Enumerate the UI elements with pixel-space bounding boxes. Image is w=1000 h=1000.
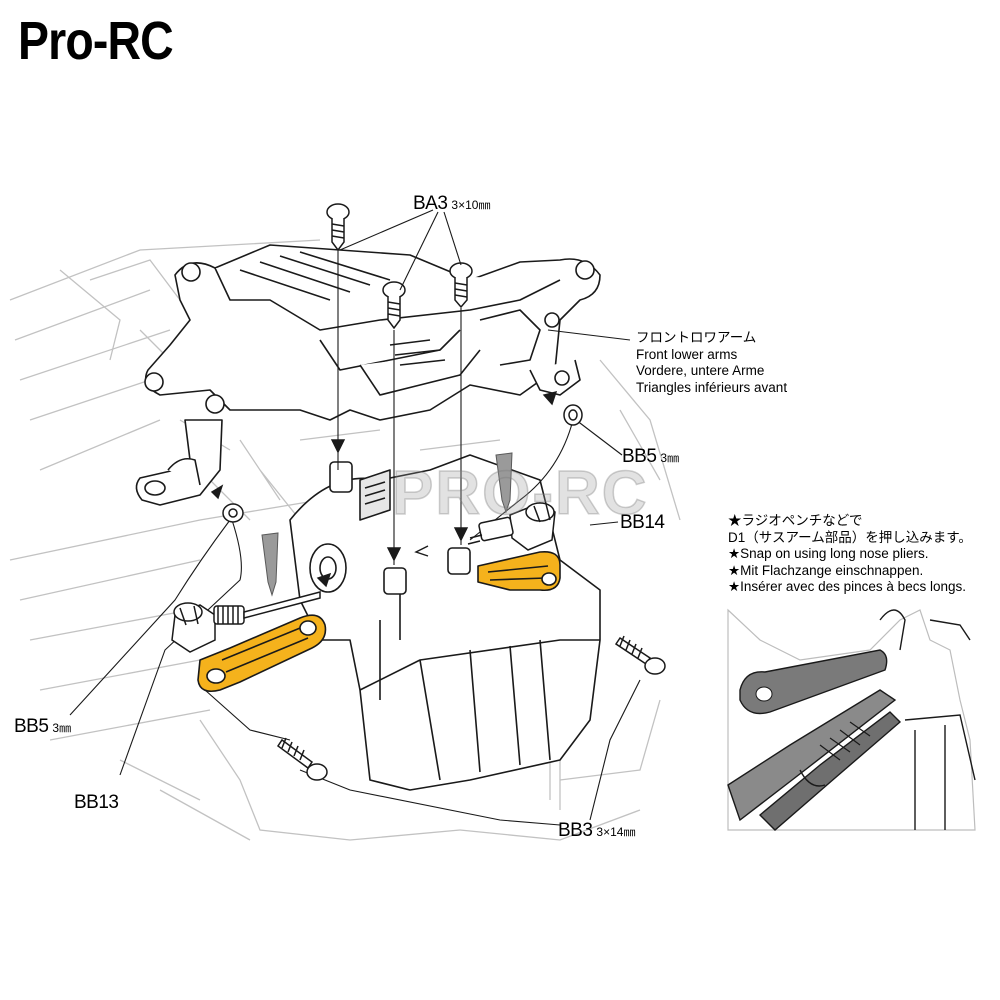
label-front-lower-arms-jp: フロントロワアーム [636,330,757,345]
inset-note-1: ★ラジオペンチなどで [728,513,863,528]
ba3-screws [326,203,473,330]
label-bb5-right-code: BB5 [622,446,657,467]
label-front-lower-arms: フロントロワアーム Front lower arms Vordere, unte… [636,330,787,396]
label-bb14-code: BB14 [620,512,665,533]
watermark: PRO-RC [391,458,649,529]
grease-tubes [261,452,513,597]
label-front-lower-arms-en: Front lower arms [636,346,738,362]
arrows [210,391,558,588]
inset-note-5: ★Insérer avec des pinces à becs longs. [728,579,966,594]
label-front-lower-arms-fr: Triangles inférieurs avant [636,379,788,395]
front-lower-arms [197,550,561,693]
label-bb5-left-size: 3㎜ [52,721,72,735]
label-bb13-code: BB13 [74,792,119,813]
label-bb3-size: 3×14㎜ [596,825,636,839]
guide-lines [69,209,641,826]
inset-note-3: ★Snap on using long nose pliers. [728,546,929,561]
inset-note-4: ★Mit Flachzange einschnappen. [728,562,924,578]
inset-instructions: ★ラジオペンチなどで D1（サスアーム部品）を押し込みます。 ★Snap on … [728,513,972,596]
label-front-lower-arms-de: Vordere, untere Arme [636,363,765,378]
brand-logo: Pro-RC [18,11,174,71]
inset-pliers-drawing [727,608,976,831]
label-bb5-right-size: 3㎜ [660,451,680,465]
front-lower-arm-right [477,550,561,592]
inset-note-2: D1（サスアーム部品）を押し込みます。 [728,529,972,545]
label-bb14: BB14 [620,512,665,534]
bb5-washers [222,404,583,523]
label-ba3-code: BA3 [413,193,448,214]
label-bb13: BB13 [74,792,119,814]
bb3-screws [276,635,666,781]
front-lower-arm-left [197,614,327,693]
label-bb3-code: BB3 [558,820,593,841]
label-bb5-left-code: BB5 [14,716,49,737]
label-ba3-size: 3×10㎜ [451,198,491,212]
pivot-balls [171,502,556,653]
